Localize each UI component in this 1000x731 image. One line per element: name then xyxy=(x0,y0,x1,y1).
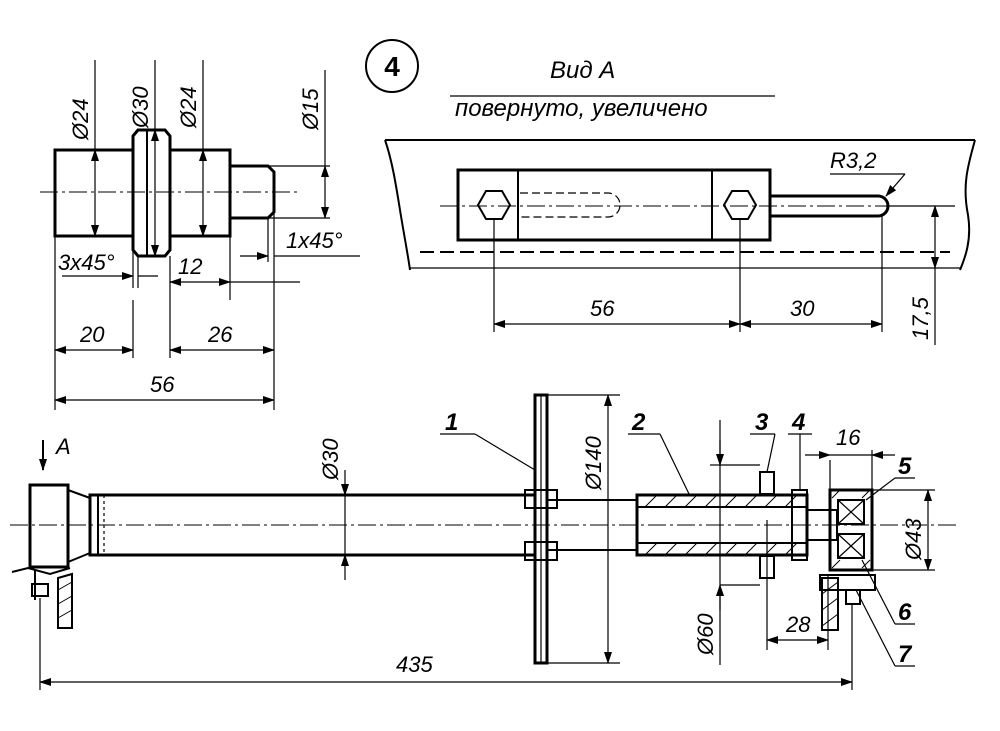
part-label-3: 3 xyxy=(755,409,769,436)
dim-56-view: 56 xyxy=(590,296,615,321)
shaft-segment-left xyxy=(53,148,135,238)
screw-part-3 xyxy=(759,471,775,495)
part-label-5: 5 xyxy=(898,453,912,480)
shaft-detail: Ø24 Ø30 Ø24 Ø15 1x45° 3x45° 12 xyxy=(40,60,360,410)
left-bracket xyxy=(28,483,70,569)
dim-assembly-d30: Ø30 xyxy=(318,438,343,481)
figure-number-badge: 4 xyxy=(365,39,419,93)
dim-12: 12 xyxy=(178,254,202,279)
dim-30-view: 30 xyxy=(790,296,815,321)
dim-26: 26 xyxy=(207,322,233,347)
clamp-bar xyxy=(456,168,772,242)
hex-nut-left xyxy=(476,190,512,220)
hex-nut-right xyxy=(722,190,758,220)
dim-d60: Ø60 xyxy=(693,613,718,656)
bearing-part-5 xyxy=(837,499,865,525)
dim-435: 435 xyxy=(396,652,433,677)
dim-d24-right: Ø24 xyxy=(176,86,201,129)
part-label-7: 7 xyxy=(898,641,913,668)
dim-d15: Ø15 xyxy=(298,88,323,131)
dim-28: 28 xyxy=(785,612,811,637)
dim-radius: R3,2 xyxy=(830,148,876,173)
bearing-housing xyxy=(828,488,874,572)
part-label-2: 2 xyxy=(631,409,646,436)
shaft-segment-right xyxy=(168,148,232,238)
part-label-6: 6 xyxy=(898,599,912,626)
part-label-4: 4 xyxy=(791,409,805,436)
dim-d30: Ø30 xyxy=(128,86,153,129)
view-a: Вид А повернуто, увеличено R3,2 56 30 xyxy=(384,57,976,345)
dim-d43: Ø43 xyxy=(901,518,926,561)
dim-16: 16 xyxy=(836,425,861,450)
part-label-1: 1 xyxy=(445,409,458,436)
dim-20: 20 xyxy=(79,322,105,347)
dim-17-5: 17,5 xyxy=(908,296,933,340)
dim-d140: Ø140 xyxy=(581,435,606,491)
view-subtitle: повернуто, увеличено xyxy=(455,95,708,122)
figure-number: 4 xyxy=(384,51,400,82)
view-a-arrow-label: A xyxy=(54,434,71,459)
view-title: Вид А xyxy=(550,57,615,84)
dim-chamfer-3x45: 3x45° xyxy=(58,250,115,275)
dim-56-shaft: 56 xyxy=(150,372,175,397)
shaft-collar xyxy=(131,128,172,258)
dim-chamfer-1x45: 1x45° xyxy=(286,228,343,253)
assembly: A Ø30 Ø140 xyxy=(10,393,960,690)
shaft-pin xyxy=(230,164,276,220)
dim-d24-left: Ø24 xyxy=(68,98,93,141)
